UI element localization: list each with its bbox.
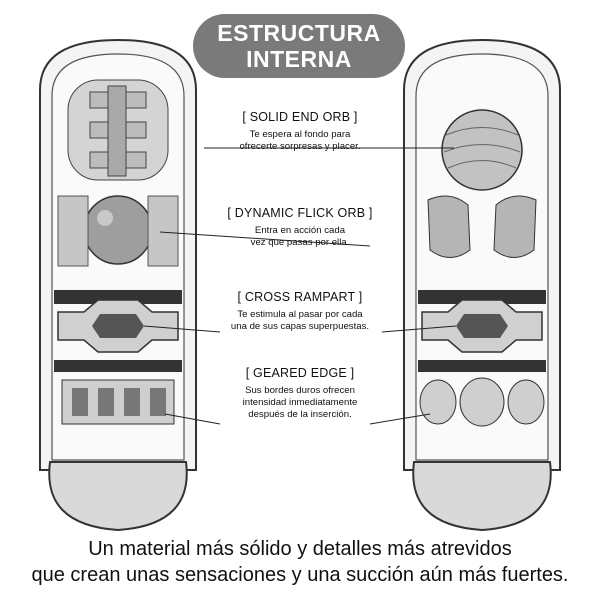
right-cutaway <box>403 38 561 532</box>
callout-geared-edge: [ GEARED EDGE ] Sus bordes duros ofrecen… <box>220 366 380 421</box>
right-end-orb <box>441 109 523 191</box>
right-geared-edge-1 <box>419 379 457 425</box>
footer-line-1: Un material más sólido y detalles más at… <box>88 538 512 560</box>
callout-desc-line: después de la inserción. <box>248 409 352 420</box>
left-cap <box>48 461 188 532</box>
left-cutaway <box>39 38 197 532</box>
right-geared-edge-3 <box>507 379 545 425</box>
left-flick-orb <box>83 195 153 265</box>
callout-desc-line: intensidad inmediatamente <box>242 397 358 408</box>
title-pill: ESTRUCTURA INTERNA <box>193 14 405 78</box>
callout-cross-rampart: [ CROSS RAMPART ] Te estimula al pasar p… <box>220 290 380 333</box>
callout-desc: Te espera al fondo para ofrecerte sorpre… <box>220 129 380 153</box>
right-flick-orb-left <box>427 195 471 258</box>
right-flick-orb-right <box>493 195 537 258</box>
callout-desc: Te estimula al pasar por cada una de sus… <box>220 309 380 333</box>
callout-label: [ CROSS RAMPART ] <box>237 290 363 304</box>
callout-desc-line: ofrecerte sorpresas y placer. <box>239 141 361 152</box>
callout-desc-line: Entra en acción cada <box>254 225 346 236</box>
callout-desc-line: vez que pasas por ella. <box>250 237 350 248</box>
callout-desc: Entra en acción cada vez que pasas por e… <box>220 225 380 249</box>
callout-desc-line: Sus bordes duros ofrecen <box>245 385 355 396</box>
callout-desc: Sus bordes duros ofrecen intensidad inme… <box>220 385 380 421</box>
right-cap <box>412 461 552 532</box>
callout-solid-end-orb: [ SOLID END ORB ] Te espera al fondo par… <box>220 110 380 153</box>
title-line-2: INTERNA <box>246 46 352 72</box>
callout-label: [ SOLID END ORB ] <box>242 110 358 124</box>
callout-label: [ DYNAMIC FLICK ORB ] <box>227 206 373 220</box>
callout-desc-line: una de sus capas superpuestas. <box>230 321 370 332</box>
title-line-1: ESTRUCTURA <box>217 20 381 46</box>
callout-desc-line: Te espera al fondo para <box>249 129 351 140</box>
callout-desc-line: Te estimula al pasar por cada <box>237 309 363 320</box>
footer-tagline: Un material más sólido y detalles más at… <box>0 536 600 588</box>
leader-lines <box>143 147 457 425</box>
callout-label: [ GEARED EDGE ] <box>245 366 355 380</box>
callout-dynamic-flick-orb: [ DYNAMIC FLICK ORB ] Entra en acción ca… <box>220 206 380 249</box>
footer-line-2: que crean unas sensaciones y una succión… <box>31 564 569 586</box>
right-geared-edge-2 <box>459 377 505 427</box>
